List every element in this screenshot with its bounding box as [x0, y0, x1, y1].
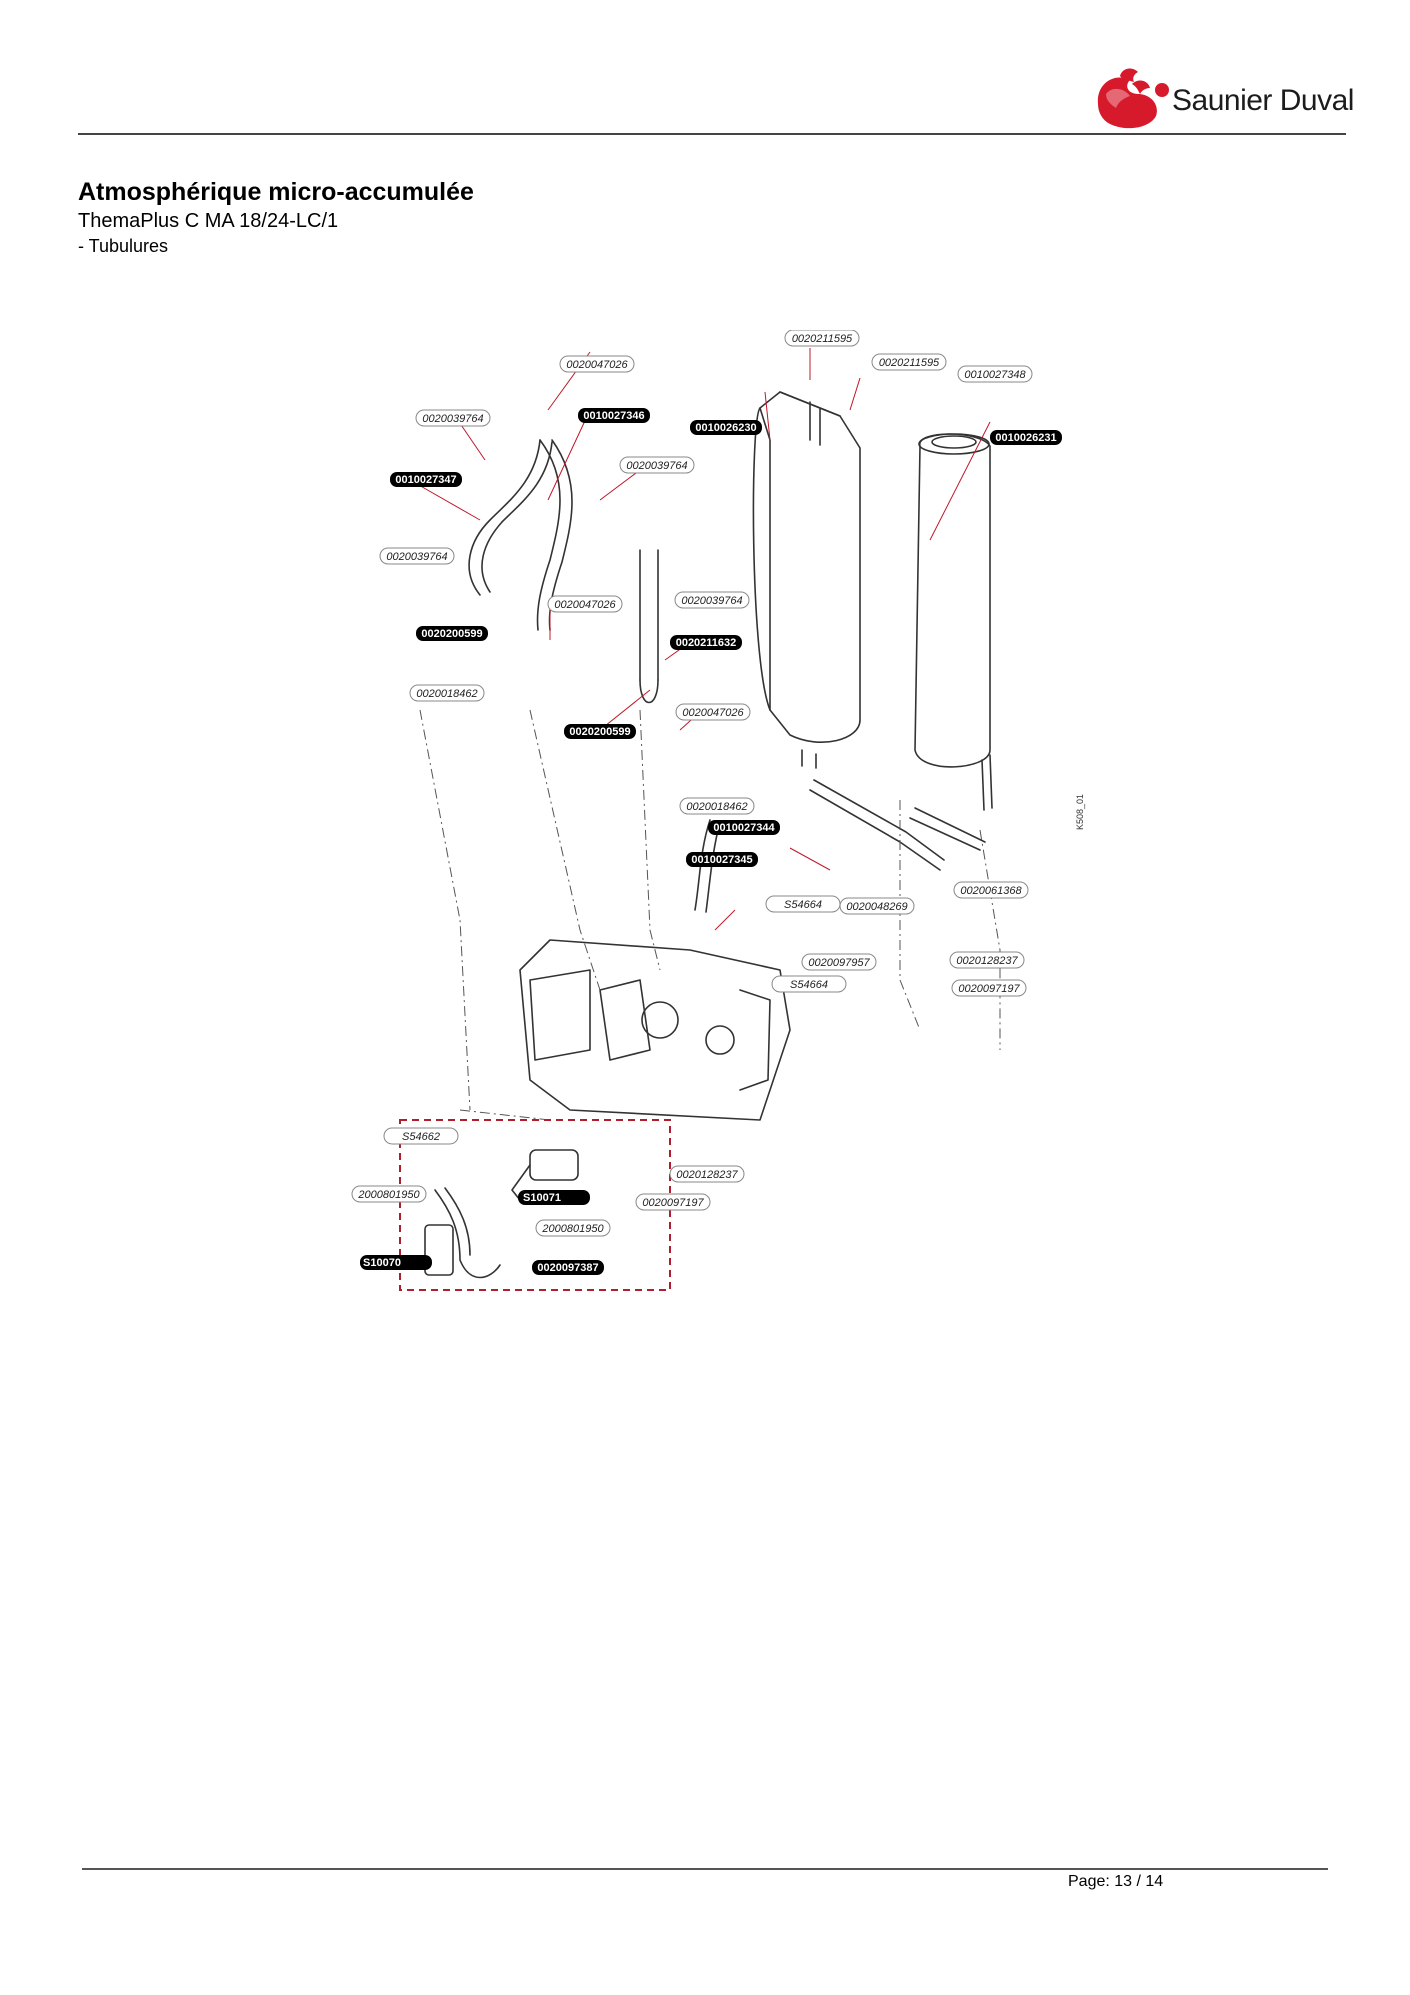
svg-text:0020211632: 0020211632: [676, 637, 737, 649]
callout-0020097957[interactable]: 0020097957: [801, 953, 877, 971]
upper-pipes-drawing: [468, 439, 659, 704]
leader-lines: [419, 709, 1001, 1121]
svg-text:S10070: S10070: [363, 1257, 401, 1269]
svg-text:0020097197: 0020097197: [642, 1197, 704, 1209]
kit-parts-drawing: [424, 1149, 579, 1279]
callout-0020097197-b[interactable]: 0020097197: [635, 1193, 711, 1211]
svg-text:2000801950: 2000801950: [541, 1223, 604, 1235]
svg-text:S10071: S10071: [523, 1192, 561, 1204]
svg-text:0020047026: 0020047026: [566, 359, 628, 371]
callout-0020061368[interactable]: 0020061368: [953, 881, 1029, 899]
callout-0020039764-c[interactable]: 0020039764: [379, 547, 455, 565]
hydraulic-block-drawing: [519, 939, 791, 1121]
callout-0020211595-top[interactable]: 0020211595: [784, 330, 860, 347]
callout-0020047026-b[interactable]: 0020047026: [547, 595, 623, 613]
callout-S10070[interactable]: S10070: [360, 1255, 432, 1270]
svg-text:0020097387: 0020097387: [537, 1262, 598, 1274]
svg-text:0020018462: 0020018462: [416, 688, 477, 700]
svg-text:0020048269: 0020048269: [846, 901, 907, 913]
svg-text:0020018462: 0020018462: [686, 801, 747, 813]
callout-0020039764-a[interactable]: 0020039764: [415, 409, 491, 427]
svg-text:0020200599: 0020200599: [421, 628, 482, 640]
callout-0020200599-b[interactable]: 0020200599: [564, 724, 636, 739]
callout-0010027347[interactable]: 0010027347: [390, 472, 462, 487]
logo-flame-icon: [1097, 68, 1169, 129]
svg-text:S54664: S54664: [790, 979, 828, 991]
exploded-view-diagram: 0020211595 0020047026 0020211595 0010027…: [351, 330, 1085, 1291]
svg-text:0020039764: 0020039764: [626, 460, 687, 472]
callout-0020039764-d[interactable]: 0020039764: [674, 591, 750, 609]
svg-text:0020200599: 0020200599: [569, 726, 630, 738]
section-name: - Tubulures: [78, 236, 169, 256]
svg-text:S54662: S54662: [402, 1131, 440, 1143]
callout-0020128237-b[interactable]: 0020128237: [669, 1165, 745, 1183]
svg-text:0020061368: 0020061368: [960, 885, 1022, 897]
callout-0010027348[interactable]: 0010027348: [957, 365, 1033, 383]
drawing-reference: K508_01: [1075, 794, 1085, 830]
callout-0010026230[interactable]: 0010026230: [690, 420, 762, 435]
expansion-vessel-drawing: [752, 391, 861, 769]
svg-text:0020128237: 0020128237: [676, 1169, 738, 1181]
callout-0020211595-b[interactable]: 0020211595: [871, 353, 947, 371]
header-divider: [78, 133, 1346, 135]
svg-text:0020039764: 0020039764: [681, 595, 742, 607]
page-number: Page: 13 / 14: [1068, 1873, 1164, 1890]
callout-0010026231[interactable]: 0010026231: [990, 430, 1062, 445]
callout-0020047026-a[interactable]: 0020047026: [559, 355, 635, 373]
svg-text:0020047026: 0020047026: [682, 707, 744, 719]
callout-0020097197-a[interactable]: 0020097197: [951, 979, 1027, 997]
callout-0020039764-b[interactable]: 0020039764: [619, 456, 695, 474]
part-callouts: 0020211595 0020047026 0020211595 0010027…: [351, 330, 1062, 1275]
svg-text:0020097957: 0020097957: [808, 957, 870, 969]
callout-0020097387[interactable]: 0020097387: [532, 1260, 604, 1275]
brand-logo: [1097, 68, 1169, 129]
page-title: Atmosphérique micro-accumulée: [78, 178, 474, 206]
svg-text:0010026230: 0010026230: [695, 422, 756, 434]
callout-0020211632[interactable]: 0020211632: [670, 635, 742, 650]
model-name: ThemaPlus C MA 18/24-LC/1: [78, 210, 339, 232]
callout-S54664-a[interactable]: S54664: [765, 895, 841, 913]
svg-text:0020039764: 0020039764: [422, 413, 483, 425]
callout-0020047026-c[interactable]: 0020047026: [675, 703, 751, 721]
svg-text:2000801950: 2000801950: [357, 1189, 420, 1201]
callout-S54664-b[interactable]: S54664: [771, 975, 847, 993]
callout-0020128237-a[interactable]: 0020128237: [949, 951, 1025, 969]
brand-name: Saunier Duval: [1172, 84, 1354, 117]
svg-text:0010027345: 0010027345: [691, 854, 752, 866]
svg-text:0020211595: 0020211595: [879, 357, 940, 369]
svg-text:0020047026: 0020047026: [554, 599, 616, 611]
callout-S10071[interactable]: S10071: [518, 1190, 590, 1205]
callout-2000801950-a[interactable]: 2000801950: [351, 1185, 427, 1203]
callout-0020200599-a[interactable]: 0020200599: [416, 626, 488, 641]
callout-0020018462-b[interactable]: 0020018462: [679, 797, 755, 815]
svg-text:S54664: S54664: [784, 899, 822, 911]
callout-0020018462-a[interactable]: 0020018462: [409, 684, 485, 702]
callout-0010027346[interactable]: 0010027346: [578, 408, 650, 423]
svg-text:0020097197: 0020097197: [958, 983, 1020, 995]
callout-2000801950-b[interactable]: 2000801950: [535, 1219, 611, 1237]
callout-0010027345[interactable]: 0010027345: [686, 852, 758, 867]
svg-text:0010027348: 0010027348: [964, 369, 1026, 381]
svg-text:0010027344: 0010027344: [713, 822, 775, 834]
storage-tank-drawing: [914, 433, 993, 811]
svg-text:0010026231: 0010026231: [995, 432, 1056, 444]
callout-0020048269[interactable]: 0020048269: [839, 897, 915, 915]
footer-divider: [82, 1868, 1328, 1870]
callout-0010027344[interactable]: 0010027344: [708, 820, 780, 835]
svg-text:0020211595: 0020211595: [792, 333, 853, 345]
svg-text:0010027347: 0010027347: [395, 474, 456, 486]
callout-S54662[interactable]: S54662: [383, 1127, 459, 1145]
svg-text:0020128237: 0020128237: [956, 955, 1018, 967]
svg-text:0010027346: 0010027346: [583, 410, 644, 422]
svg-text:0020039764: 0020039764: [386, 551, 447, 563]
